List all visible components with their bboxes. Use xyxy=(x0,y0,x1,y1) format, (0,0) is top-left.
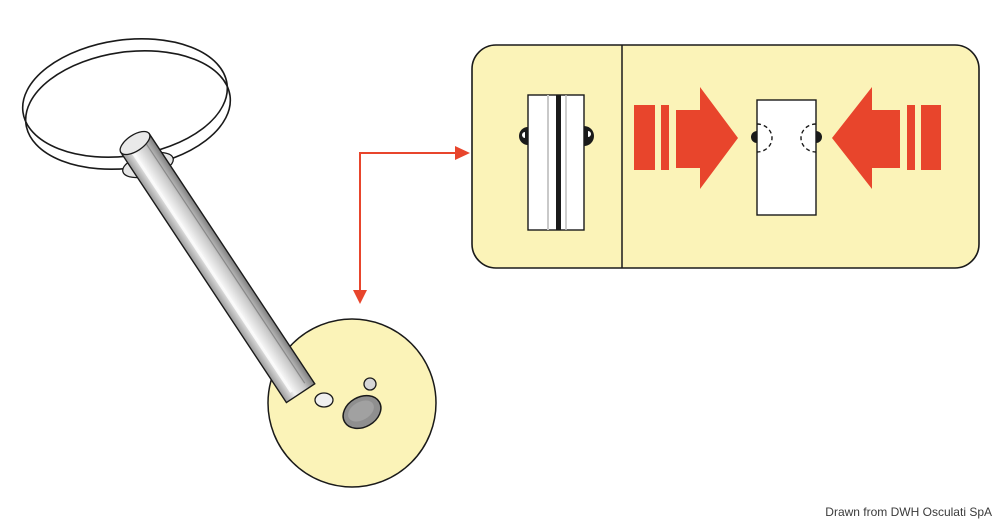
arrow-right-icon xyxy=(455,146,470,160)
arrow-right-icon xyxy=(634,87,738,189)
arrow-down-icon xyxy=(353,290,367,304)
credit-caption: Drawn from DWH Osculati SpA xyxy=(825,505,992,519)
callout-connector xyxy=(359,152,455,300)
detail-panel xyxy=(471,44,980,269)
detent-ball xyxy=(314,392,334,408)
quick-release-pin-icon xyxy=(119,130,382,430)
detent-ball xyxy=(363,377,377,391)
pin-detail-extended xyxy=(518,94,594,231)
detent-ball xyxy=(751,131,757,143)
pin-detail-retracted xyxy=(634,87,941,216)
arrow-left-icon xyxy=(832,87,941,189)
detent-ball xyxy=(816,131,822,143)
